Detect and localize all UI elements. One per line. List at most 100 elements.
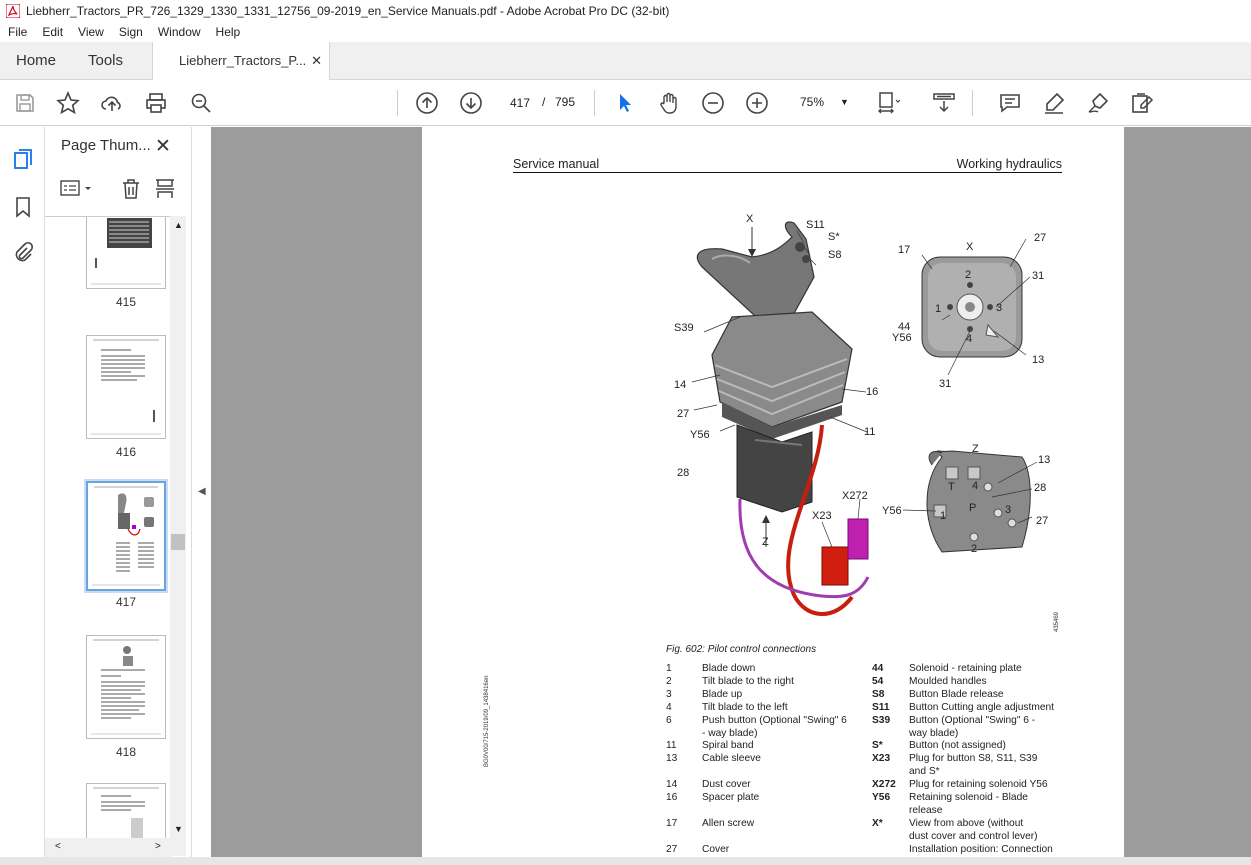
tab-home[interactable]: Home xyxy=(16,52,57,69)
legend-text: Button Cutting angle adjustment xyxy=(909,701,1054,713)
collapse-panel-icon[interactable]: ◀ xyxy=(198,486,206,497)
thumbnail-list: 415 416 417 418 xyxy=(45,216,171,852)
cloud-upload-icon[interactable] xyxy=(100,91,124,115)
scroll-right-icon[interactable]: > xyxy=(155,841,161,852)
toolbar xyxy=(0,80,1251,126)
delete-icon[interactable] xyxy=(119,177,143,201)
select-cursor-icon[interactable] xyxy=(613,91,637,115)
page-header-right: Working hydraulics xyxy=(956,157,1062,171)
legend-number: S39 xyxy=(872,714,891,726)
callout-label: 27 xyxy=(1034,232,1046,244)
title-bar: Liebherr_Tractors_PR_726_1329_1330_1331_… xyxy=(0,0,1251,22)
fill-sign-icon[interactable] xyxy=(1130,91,1154,115)
legend-text: Plug for button S8, S11, S39 xyxy=(909,753,1038,765)
page-separator: / xyxy=(542,95,546,109)
callout-label: Y56 xyxy=(882,505,902,517)
legend-number: S11 xyxy=(872,701,890,713)
callout-label: 44 xyxy=(898,321,910,333)
menu-bar: File Edit View Sign Window Help xyxy=(0,22,1251,42)
legend-number: 4 xyxy=(666,701,672,713)
legend-number: 6 xyxy=(666,714,672,726)
panel-toolbar xyxy=(59,177,179,201)
callout-label: 17 xyxy=(898,244,910,256)
bookmark-icon[interactable] xyxy=(11,195,35,219)
legend-text: Push button (Optional "Swing" 6 xyxy=(702,714,847,726)
close-tab-icon[interactable]: ✕ xyxy=(311,53,322,68)
menu-edit[interactable]: Edit xyxy=(42,25,64,39)
thumbnail-scrollbar[interactable]: ▲ ▼ xyxy=(170,216,186,856)
legend-text: and S* xyxy=(909,766,940,778)
zoom-dropdown[interactable]: 75% xyxy=(800,95,825,109)
callout-label: 27 xyxy=(677,408,689,420)
next-page-icon[interactable] xyxy=(459,91,483,115)
zoom-search-icon[interactable] xyxy=(189,91,213,115)
legend-number: X23 xyxy=(872,753,891,765)
previous-page-icon[interactable] xyxy=(415,91,439,115)
legend-number: 13 xyxy=(666,753,678,765)
zoom-in-icon[interactable] xyxy=(745,91,769,115)
legend-text: Cover xyxy=(702,843,730,855)
page-thumbnails-panel: Page Thum... ✕ 415 416 417 418 ▲ ▼ xyxy=(45,127,192,857)
legend-number: 11 xyxy=(666,740,677,752)
thumbnail-page-current[interactable] xyxy=(86,481,166,591)
callout-label: 3 xyxy=(1005,504,1011,516)
legend-number: 3 xyxy=(666,688,672,700)
acrobat-icon xyxy=(6,4,20,18)
scroll-up-icon[interactable]: ▲ xyxy=(174,220,183,230)
extract-pages-icon[interactable] xyxy=(153,177,177,201)
toolbar-divider xyxy=(594,90,595,116)
thumbnail-page[interactable] xyxy=(86,335,166,439)
legend-text: Tilt blade to the left xyxy=(702,701,788,713)
attachment-icon[interactable] xyxy=(11,241,35,265)
legend-text: Moulded handles xyxy=(909,675,987,687)
menu-help[interactable]: Help xyxy=(215,25,241,39)
comment-icon[interactable] xyxy=(998,91,1022,115)
print-icon[interactable] xyxy=(144,91,168,115)
save-icon[interactable] xyxy=(13,91,37,115)
legend-text: Spacer plate xyxy=(702,792,760,803)
callout-label: X xyxy=(746,213,754,225)
page-total: 795 xyxy=(555,95,576,109)
callout-label: 16 xyxy=(866,386,878,398)
callout-label: 14 xyxy=(674,379,686,391)
star-icon[interactable] xyxy=(56,91,80,115)
page-fit-icon[interactable] xyxy=(876,91,900,115)
zoom-out-icon[interactable] xyxy=(701,91,725,115)
scroll-down-icon[interactable]: ▼ xyxy=(174,824,183,834)
callout-label: 31 xyxy=(1032,270,1044,282)
menu-file[interactable]: File xyxy=(8,25,28,39)
thumbnail-page[interactable] xyxy=(86,635,166,739)
legend-text: Installation position: Connection xyxy=(909,843,1053,855)
legend-text: Solenoid - retaining plate xyxy=(909,663,1022,674)
thumbnail-page[interactable] xyxy=(86,217,166,289)
scroll-mode-icon[interactable] xyxy=(932,91,956,115)
tab-document[interactable]: Liebherr_Tractors_P... ✕ xyxy=(152,42,330,81)
menu-window[interactable]: Window xyxy=(157,25,201,39)
callout-label: 1 xyxy=(935,303,941,315)
hand-tool-icon[interactable] xyxy=(657,91,681,115)
document-code: BG0V00/715-2019/09_1438416en xyxy=(484,675,490,767)
close-panel-icon[interactable]: ✕ xyxy=(155,136,171,157)
callout-label: 28 xyxy=(677,467,689,479)
collapse-panel-strip[interactable] xyxy=(192,127,211,857)
callout-label: P xyxy=(969,502,976,514)
legend-text: release xyxy=(909,804,943,816)
highlight-pen-icon[interactable] xyxy=(1042,91,1066,115)
toolbar-divider xyxy=(972,90,973,116)
chevron-down-icon[interactable]: ▼ xyxy=(840,97,849,107)
legend-text: View from above (without xyxy=(909,817,1024,829)
tab-bar: Home Tools Liebherr_Tractors_P... ✕ xyxy=(0,42,1251,81)
legend-text: Tilt blade to the right xyxy=(702,675,794,687)
page-number-input[interactable]: 417 xyxy=(502,89,538,115)
thumbnail-options-icon[interactable] xyxy=(59,177,95,201)
thumbnail-horizontal-scrollbar[interactable]: < > xyxy=(45,838,171,857)
scroll-left-icon[interactable]: < xyxy=(55,841,61,852)
page-thumbnails-icon[interactable] xyxy=(11,147,35,171)
tab-tools[interactable]: Tools xyxy=(88,52,124,69)
legend-text: Spiral band xyxy=(702,740,754,752)
menu-sign[interactable]: Sign xyxy=(118,25,143,39)
scrollbar-thumb[interactable] xyxy=(171,534,185,550)
menu-view[interactable]: View xyxy=(78,25,104,39)
legend-text: Dust cover xyxy=(702,779,751,791)
sign-pen-icon[interactable] xyxy=(1086,91,1110,115)
